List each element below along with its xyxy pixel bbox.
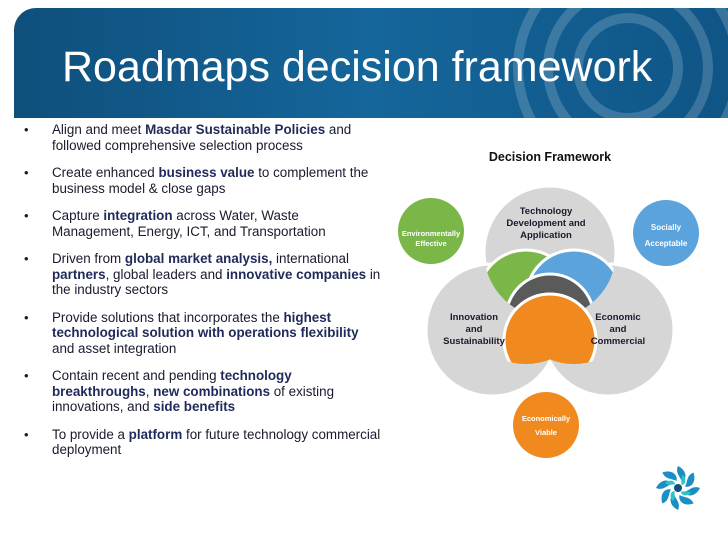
bullet-text: to complement the business model & close…	[52, 165, 369, 196]
bullet-text: across Water, Waste Management, Energy, …	[52, 208, 326, 239]
bullet-text: in the industry sectors	[52, 266, 381, 298]
bullet-emphasis: integration	[103, 208, 173, 223]
bullet-item: To provide a platform for future technol…	[22, 427, 382, 458]
left-circle-line-2: and	[466, 324, 483, 335]
center-petal	[504, 272, 596, 318]
bullet-list: Align and meet Masdar Sustainable Polici…	[22, 122, 382, 470]
bullet-text: and followed comprehensive selection pro…	[52, 122, 352, 153]
bullet-emphasis: platform	[128, 426, 183, 442]
bullet-text: and asset integration	[52, 340, 177, 356]
swirl-decoration-icon	[513, 8, 728, 118]
inner-venn	[484, 248, 616, 364]
bullet-text: Driven from	[52, 251, 125, 266]
left-circle-line-1: Innovation	[450, 312, 498, 323]
bullet-item: Contain recent and pending technology br…	[22, 368, 382, 415]
economically-viable-badge	[513, 392, 579, 458]
bullet-text: Align and meet	[52, 122, 146, 137]
blue-badge-line-2: Acceptable	[645, 239, 688, 248]
bullet-text: ,	[145, 383, 154, 399]
top-circle-line-2: Development and	[506, 218, 585, 229]
bullet-item: Create enhanced business value to comple…	[22, 165, 382, 196]
green-badge-line-1: Environmentally	[402, 229, 461, 238]
environmentally-effective-badge	[398, 198, 464, 264]
bullet-text: international	[272, 251, 349, 266]
masdar-logo-icon	[656, 466, 700, 510]
socially-acceptable-badge	[633, 200, 699, 266]
bullet-text: Capture	[52, 208, 104, 223]
title-bar: Roadmaps decision framework	[14, 8, 728, 118]
bullet-emphasis: partners	[52, 266, 106, 282]
right-circle-line-2: and	[610, 324, 627, 335]
top-circle-line-3: Application	[520, 230, 572, 241]
bullet-emphasis: technology breakthroughs	[52, 368, 292, 399]
left-circle-line-3: Sustainability	[443, 336, 505, 347]
bullet-item: Capture integration across Water, Waste …	[22, 208, 382, 239]
bullet-emphasis: new combinations	[153, 383, 271, 399]
orange-badge-line-2: Viable	[535, 428, 557, 437]
green-badge-line-2: Effective	[415, 239, 446, 248]
bullet-text: Create enhanced	[52, 165, 159, 180]
right-circle-line-1: Economic	[595, 312, 640, 323]
bullet-item: Provide solutions that incorporates the …	[22, 310, 382, 357]
bullet-emphasis: business value	[158, 165, 255, 180]
bullet-item: Driven from global market analysis, inte…	[22, 251, 382, 298]
bullet-text: of existing innovations, and	[52, 383, 335, 415]
bullet-emphasis: global market analysis,	[124, 251, 273, 266]
right-circle-line-3: Commercial	[591, 336, 645, 347]
bullet-text: Contain recent and pending	[52, 368, 221, 383]
blue-badge-line-1: Socially	[651, 223, 682, 232]
bullet-text: Provide solutions that incorporates the	[52, 309, 284, 325]
bullet-text: , global leaders and	[105, 266, 227, 282]
bullet-emphasis: Masdar Sustainable Policies	[145, 122, 326, 137]
bullet-emphasis: side benefits	[153, 399, 236, 414]
bullet-emphasis: highest technological solution with oper…	[52, 309, 359, 341]
top-circle-line-1: Technology	[520, 206, 573, 217]
bullet-text: for future technology commercial deploym…	[52, 426, 381, 458]
bullet-emphasis: innovative companies	[226, 266, 367, 282]
page-title: Roadmaps decision framework	[62, 43, 653, 91]
orange-badge-line-1: Economically	[522, 414, 571, 423]
decision-framework-diagram: Decision Framework Technology Developmen…	[398, 150, 699, 458]
diagram-title: Decision Framework	[489, 150, 611, 164]
bullet-item: Align and meet Masdar Sustainable Polici…	[22, 122, 382, 153]
bullet-text: To provide a	[52, 426, 129, 442]
